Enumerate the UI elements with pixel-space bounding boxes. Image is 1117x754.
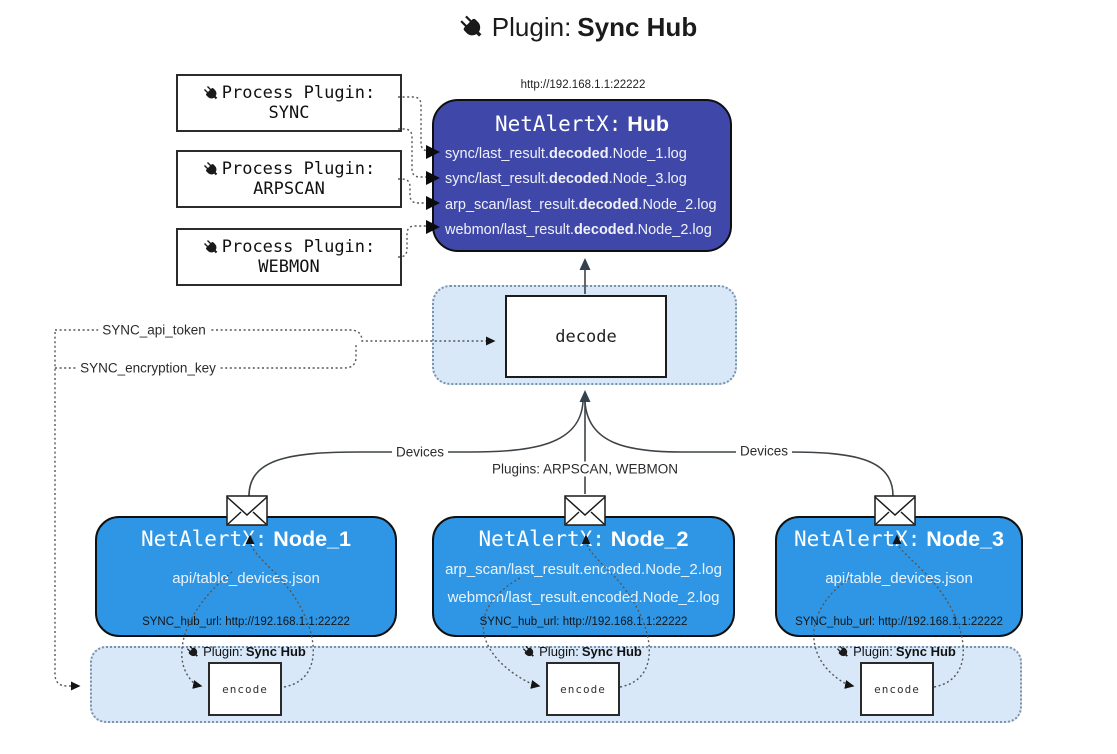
node-title: NetAlertX: Node_1 xyxy=(141,527,351,551)
process-plugin-arpscan: Process Plugin: ARPSCAN xyxy=(176,150,402,208)
node-hub-url: SYNC_hub_url: http://192.168.1.1:22222 xyxy=(479,616,688,628)
decode-box: decode xyxy=(505,295,667,378)
node-1-box: NetAlertX: Node_1 api/table_devices.json… xyxy=(95,516,397,637)
devices-right-label: Devices xyxy=(735,443,793,459)
title-name: Sync Hub xyxy=(577,12,698,42)
process-plugin-sync: Process Plugin: SYNC xyxy=(176,74,402,132)
process-plugin-name: ARPSCAN xyxy=(253,179,325,199)
node-hub-url: SYNC_hub_url: http://192.168.1.1:22222 xyxy=(142,616,350,628)
encoder-label-3: Plugin:Sync Hub xyxy=(836,644,956,659)
sync-to-hub-row2 xyxy=(398,128,431,178)
plug-icon xyxy=(199,157,223,181)
sync-to-hub-row1 xyxy=(398,96,431,152)
hub-box: NetAlertX: Hub sync/last_result.decoded.… xyxy=(432,99,732,252)
node-lines: arp_scan/last_result.encoded.Node_2.log … xyxy=(445,561,722,606)
hub-log-row: arp_scan/last_result.decoded.Node_2.log xyxy=(445,196,717,213)
node-3-box: NetAlertX: Node_3 api/table_devices.json… xyxy=(775,516,1023,637)
plug-icon xyxy=(199,235,223,259)
hub-url-label: http://192.168.1.1:22222 xyxy=(520,79,646,91)
process-plugin-label: Process Plugin: xyxy=(221,83,376,103)
sync-encryption-key-label: SYNC_encryption_key xyxy=(76,360,220,376)
plugins-label: Plugins: ARPSCAN, WEBMON xyxy=(487,461,683,477)
node-hub-url: SYNC_hub_url: http://192.168.1.1:22222 xyxy=(795,616,1003,628)
process-plugin-label: Process Plugin: xyxy=(221,159,376,179)
config-to-strip xyxy=(54,332,81,691)
process-plugin-name: SYNC xyxy=(268,103,310,123)
plug-icon xyxy=(453,8,491,46)
plug-icon xyxy=(199,81,223,105)
arpscan-to-hub-row3 xyxy=(398,178,431,204)
hub-log-rows: sync/last_result.decoded.Node_1.log sync… xyxy=(434,142,730,244)
title-label: Plugin: xyxy=(491,12,572,42)
hub-log-row: sync/last_result.decoded.Node_3.log xyxy=(445,171,687,188)
plug-icon xyxy=(519,642,539,662)
hub-log-row: webmon/last_result.decoded.Node_2.log xyxy=(445,222,712,239)
plug-icon xyxy=(183,642,203,662)
page-title: Plugin: Sync Hub xyxy=(459,12,697,43)
node-2-box: NetAlertX: Node_2 arp_scan/last_result.e… xyxy=(432,516,735,637)
encode-box-1: encode xyxy=(208,662,282,716)
encoder-label-1: Plugin:Sync Hub xyxy=(186,644,306,659)
sync-api-token-label: SYNC_api_token xyxy=(98,322,210,338)
process-plugin-webmon: Process Plugin: WEBMON xyxy=(176,228,402,286)
process-plugin-name: WEBMON xyxy=(258,257,320,277)
node-title: NetAlertX: Node_2 xyxy=(478,527,689,551)
encode-box-3: encode xyxy=(860,662,934,716)
node-lines: api/table_devices.json xyxy=(825,570,973,587)
hub-brand: NetAlertX: xyxy=(494,112,622,136)
encoder-label-2: Plugin:Sync Hub xyxy=(522,644,642,659)
hub-log-row: sync/last_result.decoded.Node_1.log xyxy=(445,146,687,162)
webmon-to-hub-row4 xyxy=(398,225,431,258)
node-title: NetAlertX: Node_3 xyxy=(794,527,1004,551)
hub-name: Hub xyxy=(627,112,670,136)
devices-left-label: Devices xyxy=(391,444,449,460)
process-plugin-label: Process Plugin: xyxy=(221,237,376,257)
encode-box-2: encode xyxy=(546,662,620,716)
node-lines: api/table_devices.json xyxy=(172,570,320,587)
hub-title: NetAlertX: Hub xyxy=(434,112,730,137)
plug-icon xyxy=(833,642,853,662)
